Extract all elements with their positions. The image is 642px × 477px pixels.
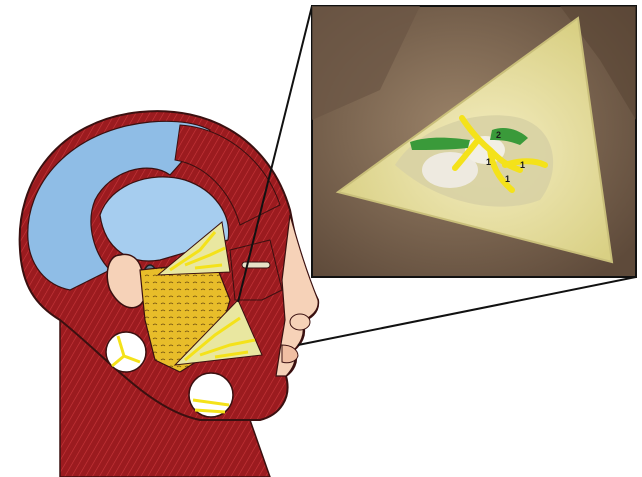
dissection-photo-inset: 2 1 1 1	[312, 6, 636, 277]
label-1-top: 1	[486, 157, 491, 167]
label-1-bottom: 1	[505, 174, 510, 184]
zoom-line-bottom	[298, 277, 636, 345]
label-1-right: 1	[520, 160, 525, 170]
nose	[290, 314, 310, 330]
head-illustration	[20, 111, 319, 477]
label-2: 2	[496, 130, 501, 140]
